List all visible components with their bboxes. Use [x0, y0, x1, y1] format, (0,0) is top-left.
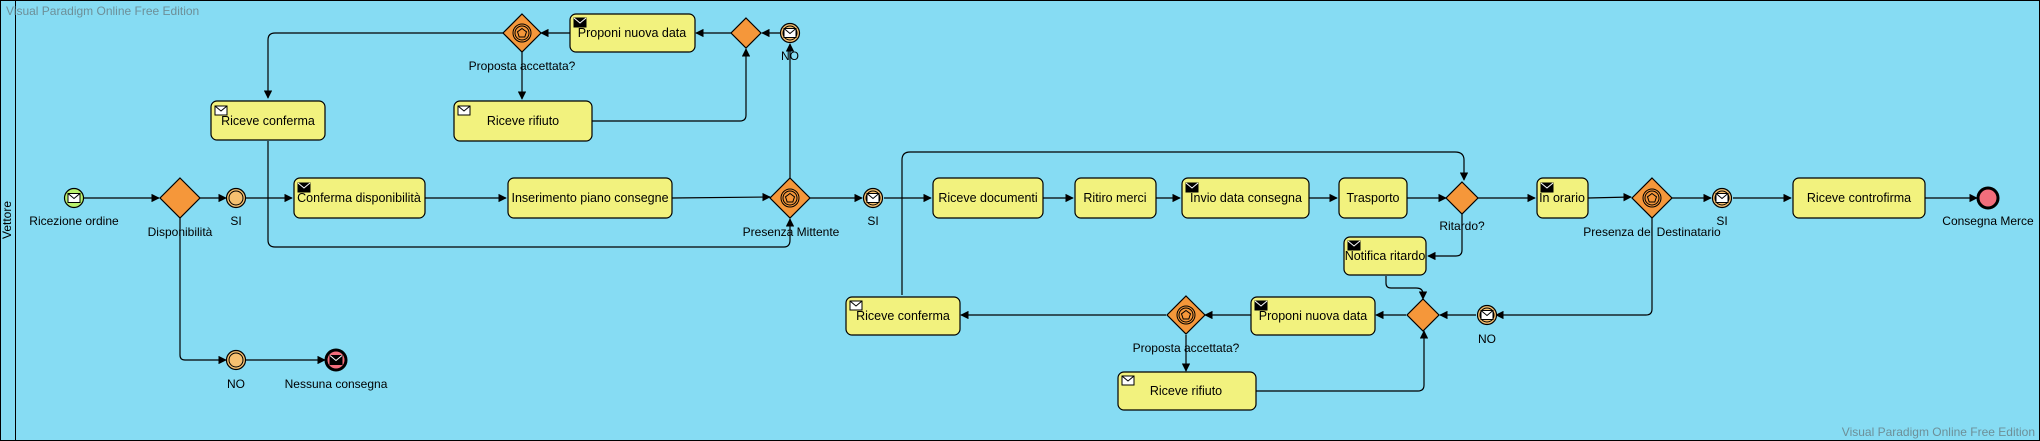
label-si-1: SI	[230, 214, 241, 228]
task-riceve-documenti[interactable]: Riceve documenti	[932, 177, 1044, 219]
receive-message-icon	[1121, 375, 1135, 386]
task-inserimento-piano-consegne[interactable]: Inserimento piano consegne	[507, 177, 673, 219]
intermediate-event-no-top[interactable]	[779, 22, 801, 44]
label-ricezione-ordine: Ricezione ordine	[29, 214, 119, 228]
gateway-proposta-accettata-bottom[interactable]	[1166, 295, 1206, 335]
label-presenza-destinatario: Presenza del Destinatario	[1583, 225, 1721, 239]
label-no-1: NO	[227, 377, 245, 391]
end-event-nessuna-consegna[interactable]	[324, 348, 348, 372]
gateway-merge-bottom[interactable]	[1406, 298, 1440, 332]
message-icon	[329, 355, 343, 365]
task-riceve-conferma-top[interactable]: Riceve conferma	[210, 100, 326, 141]
task-label: In orario	[1539, 191, 1585, 205]
task-label: Inserimento piano consegne	[511, 191, 668, 205]
task-proponi-nuova-data-top[interactable]: Proponi nuova data	[569, 13, 696, 53]
gateway-proposta-accettata-top[interactable]	[502, 13, 542, 53]
label-no-top: NO	[781, 49, 799, 63]
task-riceve-rifiuto-bottom[interactable]: Riceve rifiuto	[1117, 371, 1257, 411]
gateway-presenza-destinatario[interactable]	[1631, 177, 1673, 219]
task-label: Riceve conferma	[856, 309, 950, 323]
message-icon	[783, 28, 797, 38]
message-icon	[866, 193, 880, 203]
label-ritardo: Ritardo?	[1439, 219, 1485, 233]
label-proposta-accettata-top: Proposta accettata?	[469, 59, 576, 73]
task-riceve-rifiuto-top[interactable]: Riceve rifiuto	[453, 100, 593, 142]
task-label: Conferma disponibilità	[297, 191, 421, 205]
gateway-merge-top[interactable]	[730, 17, 762, 49]
task-in-orario[interactable]: In orario	[1536, 177, 1589, 219]
intermediate-event-no-bottom[interactable]	[1476, 304, 1498, 326]
label-si-3: SI	[1716, 214, 1727, 228]
gateway-ritardo[interactable]	[1445, 181, 1479, 215]
task-ritiro-merci[interactable]: Ritiro merci	[1074, 177, 1157, 219]
gateway-disponibilita[interactable]	[159, 177, 201, 219]
task-riceve-conferma-bottom[interactable]: Riceve conferma	[845, 296, 961, 336]
label-no-bottom: NO	[1478, 332, 1496, 346]
task-label: Riceve documenti	[938, 191, 1037, 205]
end-event-consegna-merce[interactable]	[1976, 186, 2000, 210]
intermediate-event-si-1[interactable]	[225, 187, 247, 209]
task-label: Invio data consegna	[1190, 191, 1302, 205]
label-si-2: SI	[867, 214, 878, 228]
gateway-presenza-mittente[interactable]	[769, 177, 811, 219]
label-disponibilita: Disponibilità	[148, 225, 213, 239]
intermediate-event-si-2[interactable]	[862, 187, 884, 209]
task-label: Proponi nuova data	[1259, 309, 1367, 323]
task-notifica-ritardo[interactable]: Notifica ritardo	[1343, 236, 1427, 276]
task-label: Riceve rifiuto	[487, 114, 559, 128]
task-label: Ritiro merci	[1083, 191, 1146, 205]
label-consegna-merce: Consegna Merce	[1942, 214, 2034, 228]
receive-message-icon	[457, 105, 471, 116]
label-proposta-accettata-bottom: Proposta accettata?	[1133, 341, 1240, 355]
watermark-bottom: Visual Paradigm Online Free Edition	[1842, 425, 2035, 439]
intermediate-event-si-3[interactable]	[1711, 187, 1733, 209]
task-label: Trasporto	[1346, 191, 1399, 205]
task-conferma-disponibilita[interactable]: Conferma disponibilità	[293, 177, 426, 219]
task-trasporto[interactable]: Trasporto	[1338, 177, 1408, 219]
watermark-top: Visual Paradigm Online Free Edition	[6, 4, 199, 18]
task-label: Riceve rifiuto	[1150, 384, 1222, 398]
intermediate-event-no-1[interactable]	[225, 349, 247, 371]
sequence-flows	[84, 28, 1978, 392]
message-icon	[67, 193, 81, 203]
label-presenza-mittente: Presenza Mittente	[743, 225, 840, 239]
task-invio-data-consegna[interactable]: Invio data consegna	[1181, 177, 1310, 219]
task-riceve-controfirma[interactable]: Riceve controfirma	[1792, 177, 1926, 219]
task-label: Proponi nuova data	[578, 26, 686, 40]
message-icon	[1480, 310, 1494, 320]
lane-label: Vettore	[0, 201, 14, 239]
start-event-ricezione-ordine[interactable]	[63, 187, 85, 209]
task-label: Riceve conferma	[221, 114, 315, 128]
task-label: Riceve controfirma	[1807, 191, 1911, 205]
task-proponi-nuova-data-bottom[interactable]: Proponi nuova data	[1250, 296, 1376, 336]
message-icon	[1715, 193, 1729, 203]
task-label: Notifica ritardo	[1345, 249, 1426, 263]
label-nessuna-consegna: Nessuna consegna	[285, 377, 388, 391]
